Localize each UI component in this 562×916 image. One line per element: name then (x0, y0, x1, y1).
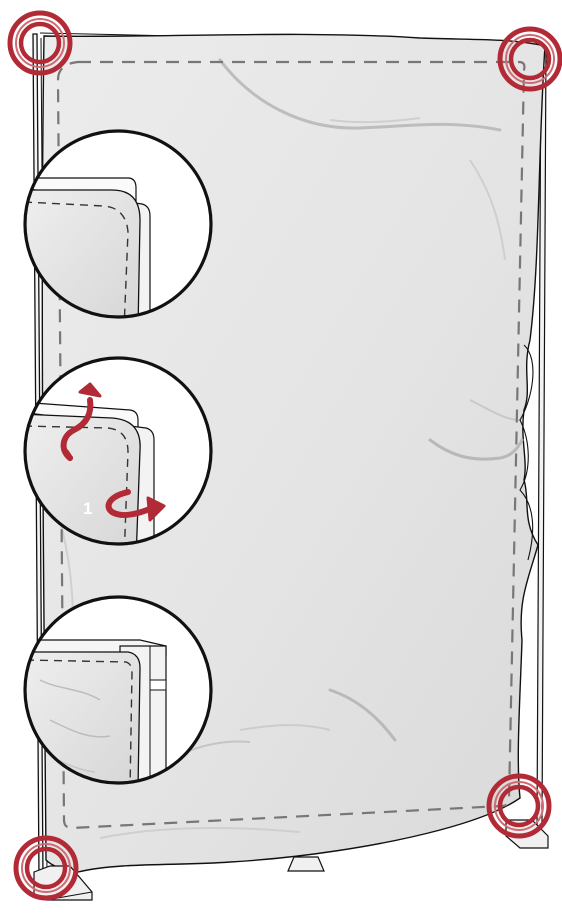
corner-marker-top-left (10, 13, 70, 73)
corner-marker-bottom-right (489, 776, 549, 836)
step-number-label: 1 (83, 499, 92, 518)
frame-foot-center (288, 857, 324, 871)
